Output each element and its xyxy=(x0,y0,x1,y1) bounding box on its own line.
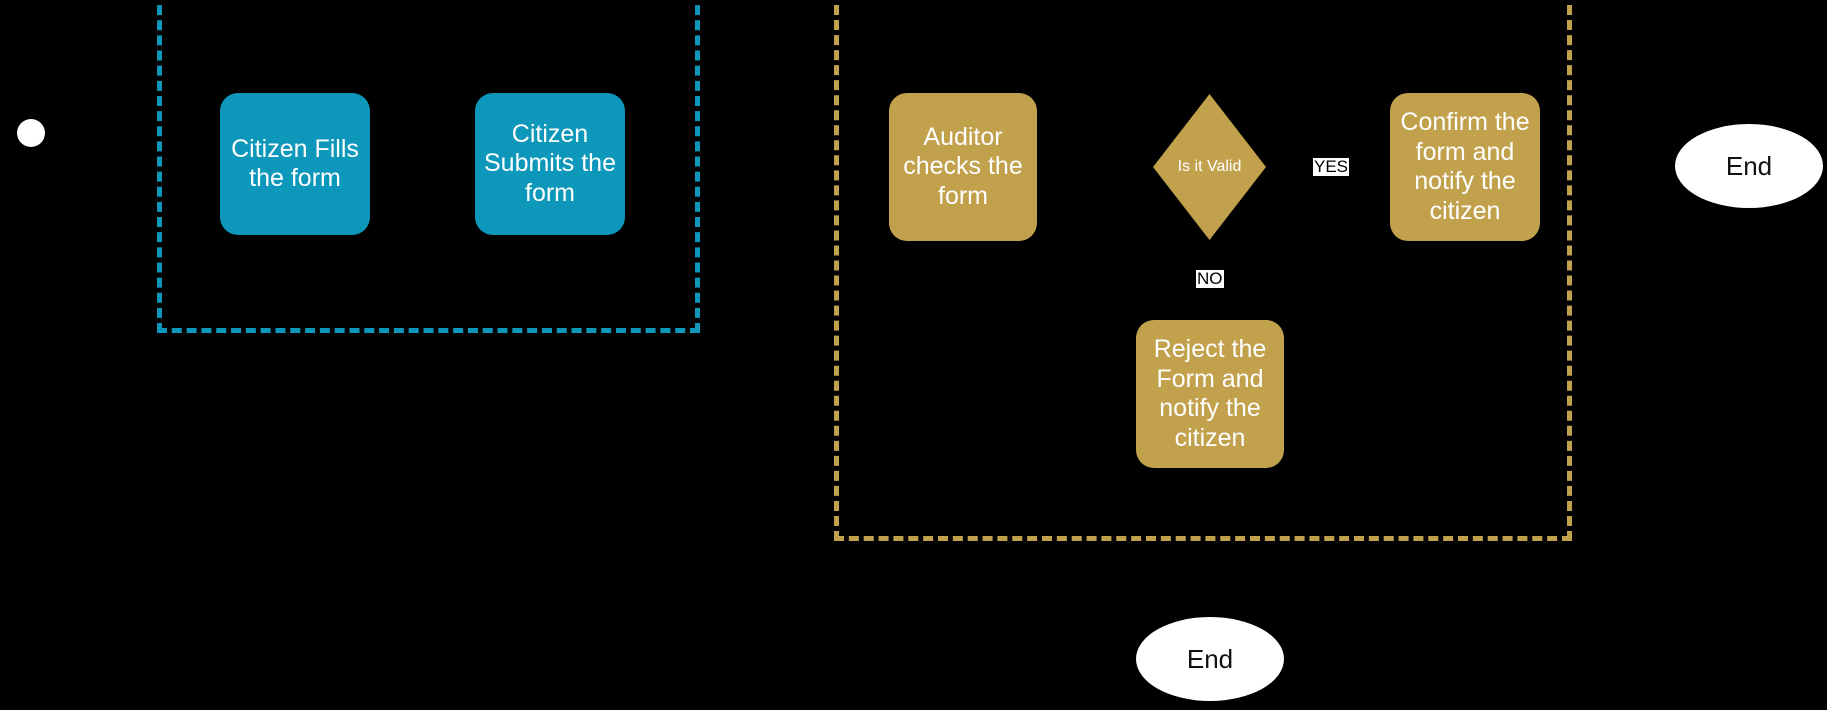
task-citizen-fills-form[interactable]: Citizen Fills the form xyxy=(220,93,370,235)
edge-label-yes: YES xyxy=(1313,157,1350,176)
edge-label-no: NO xyxy=(1196,269,1224,288)
end-event-rejected[interactable]: End xyxy=(1136,617,1284,701)
end-label: End xyxy=(1186,643,1234,674)
task-label: Confirm the form and notify the citizen xyxy=(1400,108,1530,225)
task-label: Reject the Form and notify the citizen xyxy=(1153,335,1267,452)
start-event-node[interactable] xyxy=(17,119,45,147)
task-citizen-submits-form[interactable]: Citizen Submits the form xyxy=(475,93,625,235)
task-label: Citizen Submits the form xyxy=(483,119,616,207)
task-auditor-checks-form[interactable]: Auditor checks the form xyxy=(889,93,1037,241)
swimlane-auditor[interactable] xyxy=(834,0,1572,541)
gateway-is-it-valid[interactable]: Is it Valid xyxy=(1153,94,1266,240)
task-reject-form-notify-citizen[interactable]: Reject the Form and notify the citizen xyxy=(1136,320,1284,468)
end-event-approved[interactable]: End xyxy=(1675,124,1823,208)
end-label: End xyxy=(1725,150,1773,181)
gateway-label: Is it Valid xyxy=(1177,158,1242,175)
task-confirm-form-notify-citizen[interactable]: Confirm the form and notify the citizen xyxy=(1390,93,1540,241)
task-label: Auditor checks the form xyxy=(903,122,1023,210)
task-label: Citizen Fills the form xyxy=(231,134,359,193)
swimlane-citizen[interactable] xyxy=(157,0,700,333)
